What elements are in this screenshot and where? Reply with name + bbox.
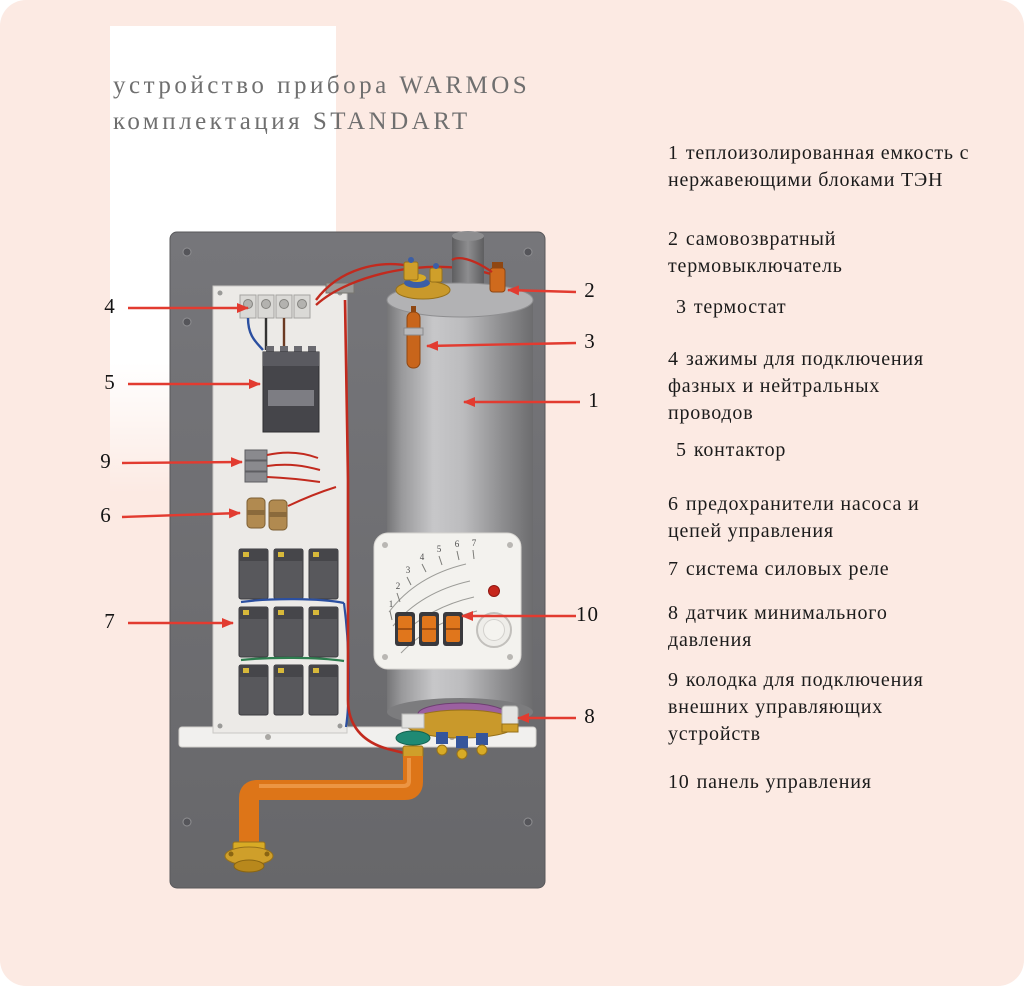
callout-line-2 — [507, 285, 577, 296]
panel-switches[interactable] — [395, 612, 463, 646]
outlet-fitting — [395, 713, 431, 759]
legend-text: предохранители насоса и цепей управления — [668, 493, 920, 542]
callout-label-2: 2 — [584, 278, 596, 302]
legend-num: 10 — [668, 771, 690, 793]
legend-item-10: 10 панель управления — [668, 769, 948, 796]
legend-num: 5 — [676, 439, 687, 461]
legend-text: самовозвратный термовыключатель — [668, 228, 843, 277]
callout-lines — [121, 285, 580, 723]
legend-text: зажимы для подключения фазных и нейтраль… — [668, 348, 924, 424]
callout-label-9: 9 — [100, 449, 112, 473]
contactor — [262, 346, 320, 433]
pipe-flange — [224, 841, 274, 873]
callout-line-6 — [121, 508, 241, 519]
legend-num: 4 — [668, 348, 679, 370]
callout-label-1: 1 — [588, 388, 600, 412]
svg-text:6: 6 — [455, 539, 460, 549]
outlet-pipe — [224, 756, 423, 873]
legend-num: 3 — [676, 296, 687, 318]
page-title: устройство прибора WARMOS комплектация S… — [113, 68, 530, 140]
callout-label-6: 6 — [100, 503, 112, 527]
thermal-switch — [451, 257, 506, 293]
svg-text:4: 4 — [420, 552, 425, 562]
svg-text:1: 1 — [389, 599, 394, 609]
control-panel: 1 2 3 4 5 6 7 — [373, 532, 522, 670]
legend-num: 7 — [668, 558, 679, 580]
legend-text: датчик минимального давления — [668, 602, 888, 651]
callout-label-5: 5 — [104, 370, 116, 394]
legend-num: 8 — [668, 602, 679, 624]
dial-ticks — [389, 549, 475, 621]
main-red-wire — [343, 299, 405, 755]
legend-text: теплоизолированная емкость с нержавеющим… — [668, 142, 970, 191]
legend-text: система силовых реле — [685, 558, 890, 580]
callout-line-9 — [121, 457, 243, 468]
legend-num: 9 — [668, 669, 679, 691]
title-line-1: устройство прибора WARMOS — [113, 72, 531, 99]
legend-item-3: 3 термостат — [676, 294, 896, 321]
callout-label-10: 10 — [576, 602, 599, 626]
callout-label-7: 7 — [104, 609, 116, 633]
pressure-sensor — [501, 705, 519, 733]
tank-top-stub — [452, 236, 484, 286]
legend-text: панель управления — [696, 771, 872, 793]
power-led — [488, 585, 500, 597]
callout-label-8: 8 — [584, 704, 596, 728]
svg-text:3: 3 — [406, 565, 411, 575]
control-connector — [244, 449, 321, 483]
legend-text: термостат — [693, 296, 787, 318]
legend-num: 2 — [668, 228, 679, 250]
legend-text: контактор — [693, 439, 787, 461]
callout-label-3: 3 — [584, 329, 596, 353]
legend-item-7: 7 система силовых реле — [668, 556, 968, 583]
legend-item-5: 5 контактор — [676, 437, 896, 464]
thermostat-knob[interactable] — [476, 612, 512, 648]
relay-grid — [238, 548, 350, 728]
svg-text:5: 5 — [437, 544, 442, 554]
legend-num: 6 — [668, 493, 679, 515]
fuses — [246, 486, 337, 531]
callout-line-3 — [426, 340, 577, 351]
dial-scale-numerals: 1 2 3 4 5 6 7 — [389, 538, 477, 609]
svg-text:7: 7 — [472, 538, 477, 548]
svg-text:2: 2 — [396, 581, 401, 591]
legend-num: 1 — [668, 142, 679, 164]
thermostat — [403, 306, 424, 369]
callout-label-4: 4 — [104, 294, 116, 318]
tank-top-fittings — [395, 257, 451, 300]
terminal-block — [239, 294, 311, 319]
title-line-2: комплектация STANDART — [113, 108, 471, 135]
legend-text: колодка для подключения внешних управляю… — [668, 669, 924, 745]
